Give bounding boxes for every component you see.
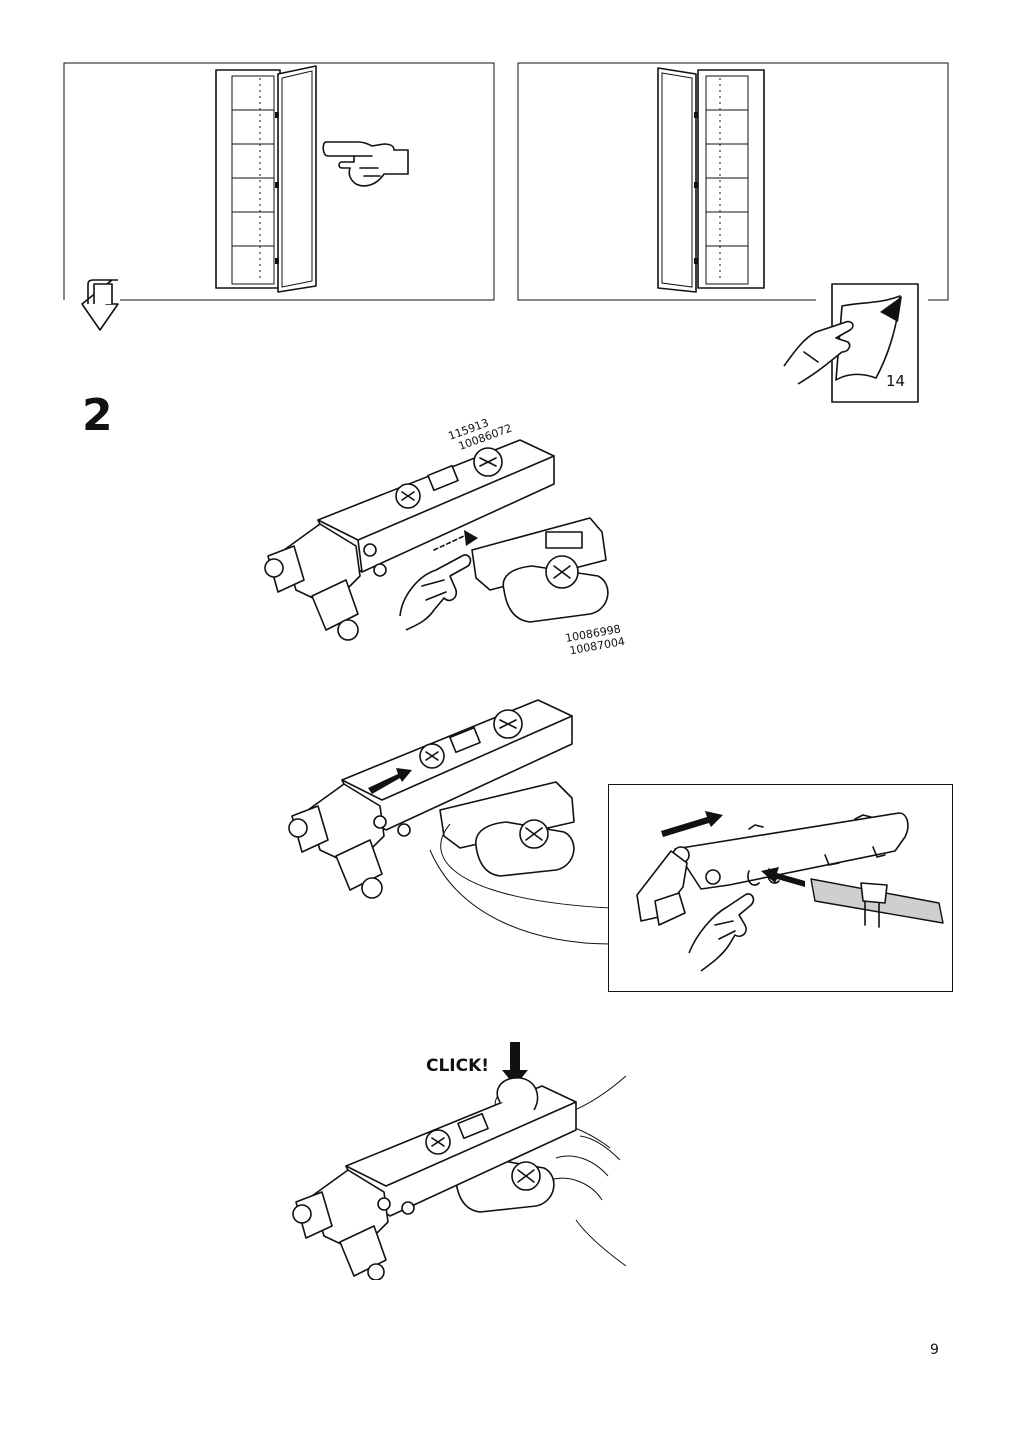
mounting-plate-drawing [471,517,609,623]
cabinet-drawing [657,67,765,293]
step-number: 2 [82,390,113,441]
panel-left-cabinet [62,62,496,302]
pressing-hand-icon [399,554,472,631]
click-label: CLICK! [426,1056,490,1076]
figure-hinge-click [280,1040,640,1280]
panel-right-cabinet [516,62,950,302]
hinge-drawing [292,1085,577,1280]
page-reference-number: 14 [886,372,906,390]
detail-panel [608,784,953,992]
page-number: 9 [930,1342,939,1358]
figure-hinge-slide [280,690,600,910]
down-arrow-icon [78,278,128,336]
cabinet-drawing [215,65,317,293]
page-reference: 14 [780,282,920,404]
slide-arrow-icon [661,811,723,837]
mounting-plate-drawing [439,781,575,877]
down-arrow-icon [502,1042,528,1086]
hinge-drawing [264,439,555,641]
detail-callout-line [420,820,620,950]
hinge-drawing [288,699,573,899]
pointing-hand-icon [322,141,409,187]
figure-hinge-attach: 115913 10086072 10086998 10087004 [250,400,650,670]
pressing-hand-icon [688,893,755,972]
